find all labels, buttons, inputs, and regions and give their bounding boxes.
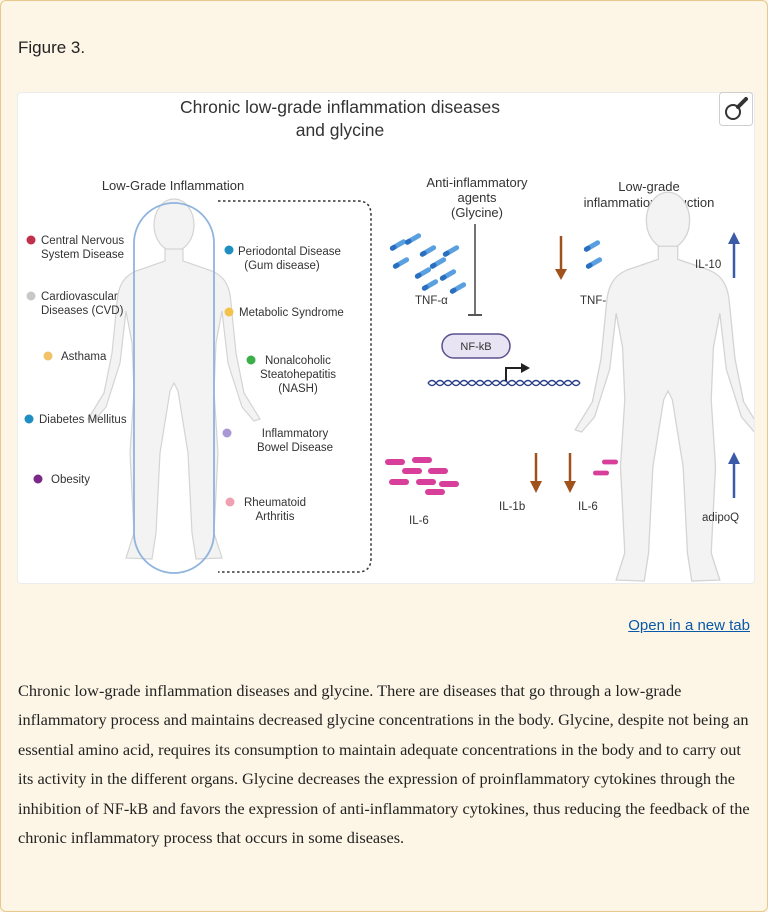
il6-cytokines-right bbox=[593, 459, 618, 476]
disease-label: Nonalcoholic bbox=[265, 355, 331, 367]
tnf-label-left: TNF-α bbox=[415, 295, 448, 307]
disease-label: Periodontal Disease bbox=[238, 246, 341, 258]
tnf-cytokines-left bbox=[388, 232, 468, 295]
il1b-label: IL-1b bbox=[499, 501, 525, 513]
disease-ibd: Inflammatory Bowel Disease bbox=[222, 428, 333, 454]
disease-central-nervous: Central Nervous System Disease bbox=[26, 235, 124, 261]
body-outline-capsule bbox=[133, 202, 215, 574]
il6-label-right: IL-6 bbox=[578, 501, 598, 513]
disease-label: Asthama bbox=[61, 351, 107, 363]
reduction-label: Low-grade bbox=[618, 179, 679, 194]
disease-cardiovascular: Cardiovascular Diseases (CVD) bbox=[26, 291, 124, 317]
figure-title-line2: and glycine bbox=[296, 120, 385, 140]
disease-rheumatoid: Rheumatoid Arthritis bbox=[225, 497, 306, 523]
anti-inflammatory-label: Anti-inflammatory bbox=[426, 175, 528, 190]
nfkb-label: NF-kB bbox=[460, 341, 491, 353]
disease-dot bbox=[24, 414, 34, 424]
disease-diabetes: Diabetes Mellitus bbox=[24, 414, 127, 426]
disease-dot bbox=[224, 245, 234, 255]
down-arrow-il6 bbox=[564, 453, 576, 493]
disease-dot bbox=[224, 307, 234, 317]
disease-label: (NASH) bbox=[278, 383, 318, 395]
disease-label: Metabolic Syndrome bbox=[239, 307, 344, 319]
disease-dot bbox=[26, 235, 36, 245]
disease-label: Cardiovascular bbox=[41, 291, 118, 303]
il6-cytokines-left bbox=[385, 457, 459, 495]
figure-image[interactable]: Chronic low-grade inflammation diseases … bbox=[17, 92, 755, 584]
nfkb-badge bbox=[441, 333, 511, 359]
disease-nash: Nonalcoholic Steatohepatitis (NASH) bbox=[246, 355, 336, 395]
disease-label: Diseases (CVD) bbox=[41, 305, 124, 317]
dna-strand-icon bbox=[427, 379, 581, 387]
figure-graphic: Chronic low-grade inflammation diseases … bbox=[24, 97, 754, 582]
disease-label: Central Nervous bbox=[41, 235, 124, 247]
disease-obesity: Obesity bbox=[33, 474, 90, 486]
disease-dot bbox=[26, 291, 36, 301]
left-section-title: Low-Grade Inflammation bbox=[102, 178, 244, 193]
disease-label: Arthritis bbox=[256, 511, 295, 523]
up-arrow-il10 bbox=[728, 232, 740, 278]
disease-dot bbox=[246, 355, 256, 365]
down-arrow-tnf bbox=[555, 236, 567, 280]
figure-title-line1: Chronic low-grade inflammation diseases bbox=[180, 97, 500, 117]
anti-inflammatory-label: (Glycine) bbox=[451, 205, 503, 220]
disease-label: System Disease bbox=[41, 249, 124, 261]
disease-dot bbox=[222, 428, 232, 438]
magnifier-icon bbox=[719, 92, 753, 126]
dotted-bracket bbox=[218, 200, 372, 573]
down-arrow-il1b bbox=[530, 453, 542, 493]
transcription-arrow-icon bbox=[505, 363, 530, 381]
disease-dot bbox=[33, 474, 43, 484]
disease-dot bbox=[43, 351, 53, 361]
disease-metabolic: Metabolic Syndrome bbox=[224, 307, 344, 319]
tnf-cytokines-right bbox=[582, 239, 604, 270]
anti-inflammatory-label: agents bbox=[457, 190, 497, 205]
disease-dot bbox=[225, 497, 235, 507]
disease-label: Bowel Disease bbox=[257, 442, 333, 454]
adipoq-label: adipoQ bbox=[702, 512, 739, 524]
figure-label: Figure 3. bbox=[18, 38, 86, 57]
disease-label: (Gum disease) bbox=[244, 260, 320, 272]
figure-caption: Chronic low-grade inflammation diseases … bbox=[18, 681, 750, 848]
zoom-button[interactable] bbox=[719, 92, 753, 126]
tnf-label-right: TNF-α bbox=[580, 295, 613, 307]
disease-asthama: Asthama bbox=[43, 351, 107, 363]
disease-label: Obesity bbox=[51, 474, 90, 486]
disease-label: Inflammatory bbox=[262, 428, 329, 440]
up-arrow-adipoq bbox=[728, 452, 740, 498]
disease-label: Steatohepatitis bbox=[260, 369, 336, 381]
il6-label-left: IL-6 bbox=[409, 515, 429, 527]
open-in-new-tab-link[interactable]: Open in a new tab bbox=[628, 617, 750, 634]
il10-label: IL-10 bbox=[695, 259, 721, 271]
disease-label: Diabetes Mellitus bbox=[39, 414, 127, 426]
disease-periodontal: Periodontal Disease (Gum disease) bbox=[224, 245, 341, 272]
disease-label: Rheumatoid bbox=[244, 497, 306, 509]
